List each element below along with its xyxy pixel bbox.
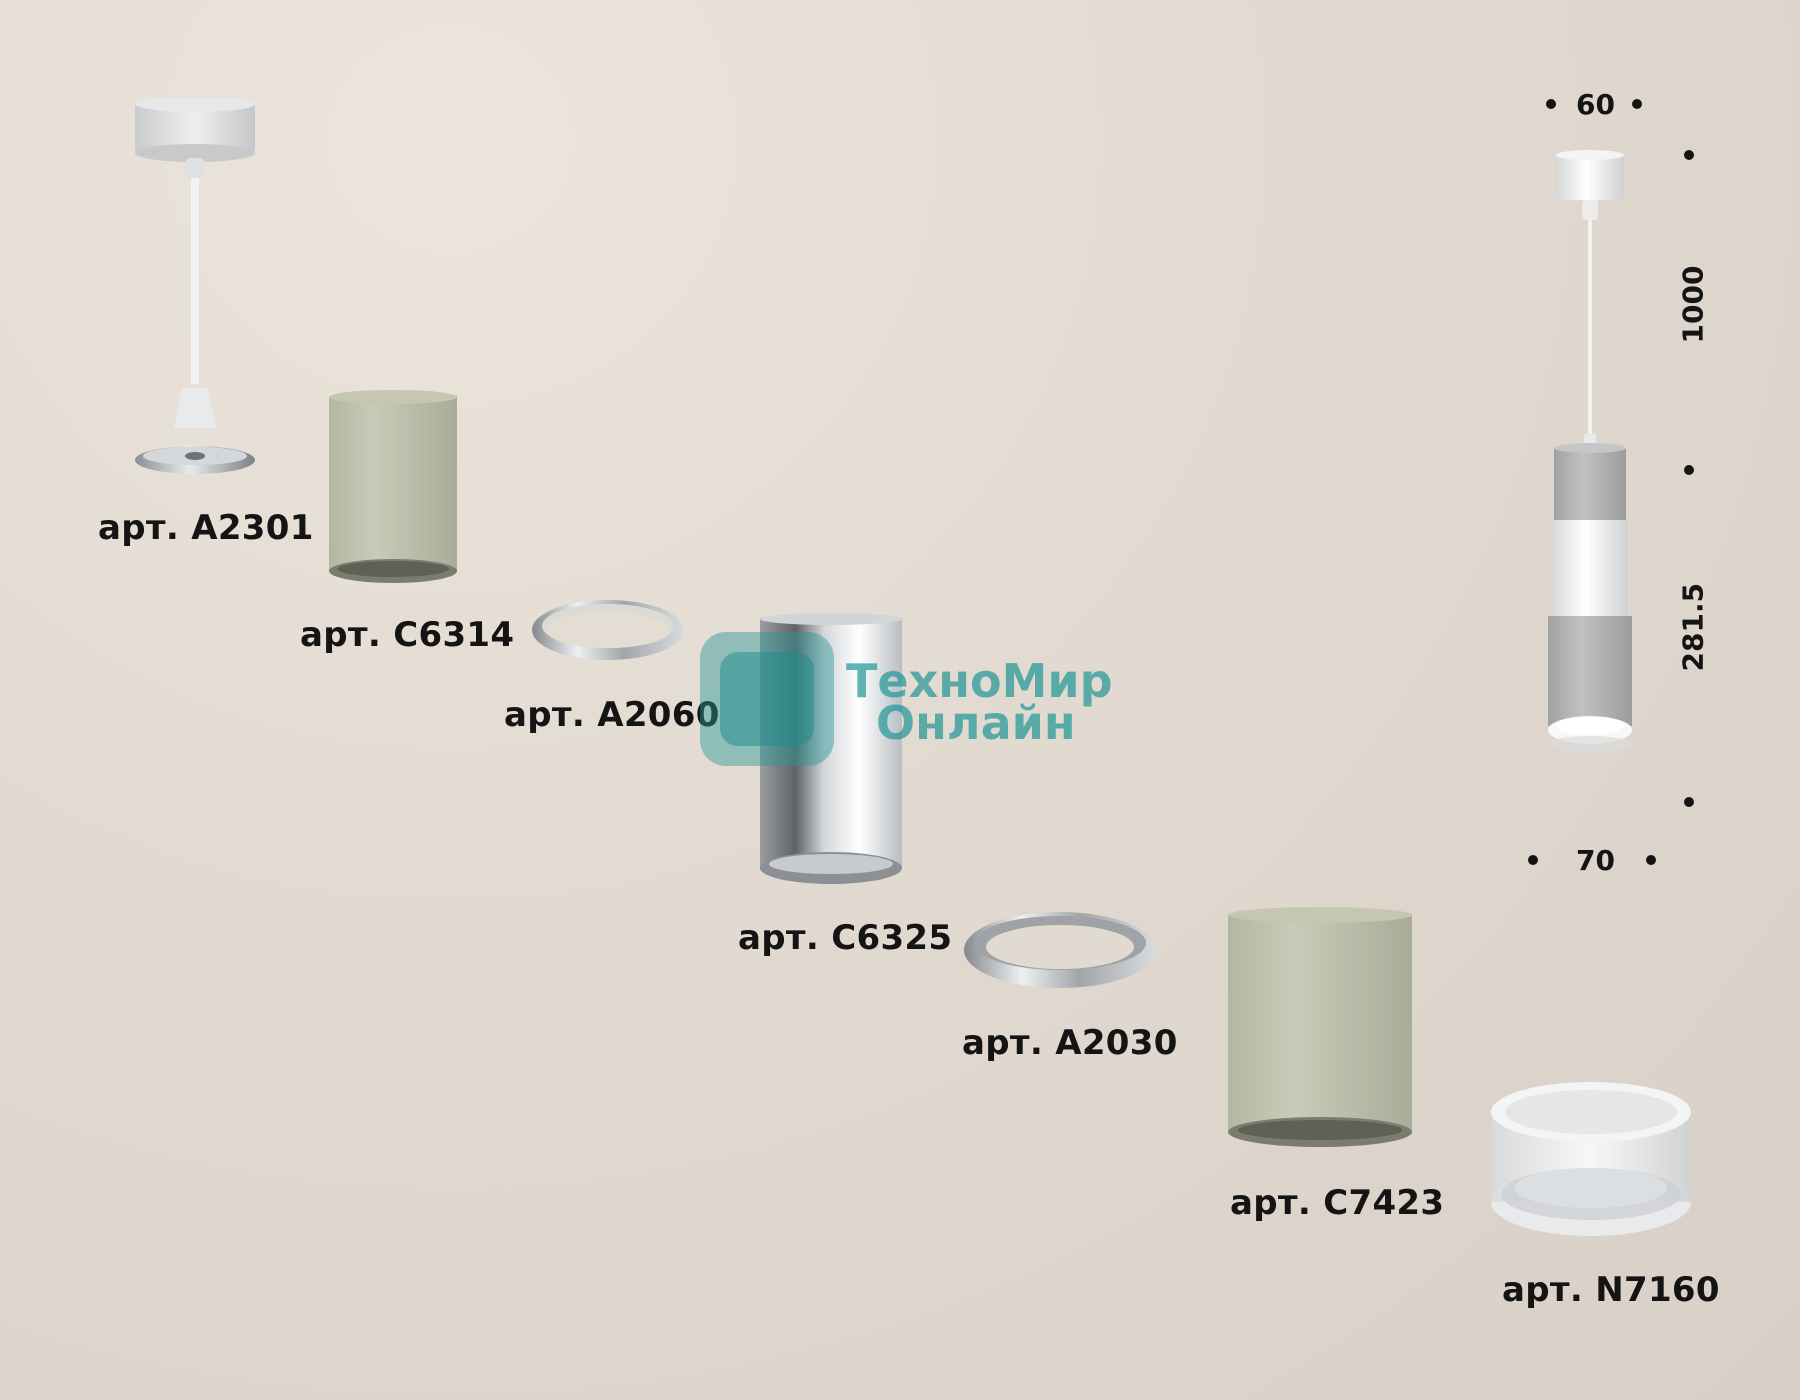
body-height-dimension: 281.5 <box>1676 582 1710 672</box>
top-width-right-marker <box>1632 99 1642 109</box>
a2060-ring-image <box>528 590 688 670</box>
c6314-label: арт. C6314 <box>300 615 515 655</box>
assembled-pendant-image <box>1540 148 1640 816</box>
bottom-width-left-marker <box>1528 855 1538 865</box>
a2030-ring-image <box>960 905 1160 995</box>
watermark-logo-inner <box>720 652 814 746</box>
c6314-cylinder-image <box>326 388 460 588</box>
a2060-label: арт. A2060 <box>504 695 720 735</box>
c7423-cylinder-image <box>1224 906 1416 1154</box>
a2301-label: арт. A2301 <box>98 508 314 548</box>
a2030-label: арт. A2030 <box>962 1023 1178 1063</box>
watermark-text-line2: Онлайн <box>876 696 1076 750</box>
bottom-width-right-marker <box>1646 855 1656 865</box>
height-top-marker <box>1684 150 1694 160</box>
c7423-label: арт. C7423 <box>1230 1183 1445 1223</box>
n7160-label: арт. N7160 <box>1502 1270 1720 1310</box>
cord-length-dimension: 1000 <box>1676 265 1710 344</box>
height-bottom-marker <box>1684 797 1694 807</box>
watermark-text-line1: ТехноМир <box>846 654 1113 708</box>
height-middle-marker <box>1684 465 1694 475</box>
bottom-width-dimension: 70 <box>1576 844 1615 877</box>
top-width-dimension: 60 <box>1576 88 1615 121</box>
n7160-diffuser-image <box>1488 1078 1694 1242</box>
top-width-left-marker <box>1546 99 1556 109</box>
c6325-label: арт. C6325 <box>738 918 953 958</box>
watermark-logo <box>700 632 834 766</box>
a2301-ceiling-mount-image <box>130 98 260 488</box>
